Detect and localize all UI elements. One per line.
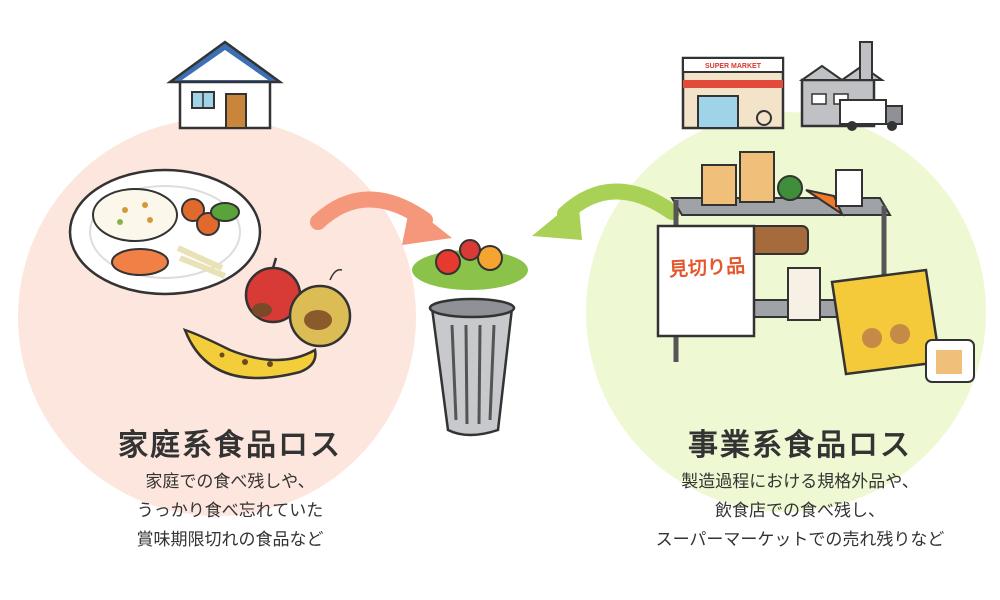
- supermarket-sign: SUPER MARKET: [704, 63, 761, 70]
- home-arrow-icon: [310, 191, 452, 245]
- business-desc-line: 飲食店での食べ残し、: [715, 501, 885, 521]
- shelf-cart: [656, 151, 975, 383]
- discount-sign: 見切り品: [668, 255, 746, 281]
- business-description: 製造過程における規格外品や、 飲食店での食べ残し、 スーパーマーケットでの売れ残…: [610, 468, 990, 555]
- leftover-plate: [68, 168, 262, 296]
- business-title: 事業系食品ロス: [688, 428, 912, 463]
- household-desc-line: 賞味期限切れの食品など: [136, 530, 324, 550]
- business-desc-line: スーパーマーケットでの売れ残りなど: [655, 530, 945, 550]
- house-icon: [166, 40, 284, 130]
- trash-can-icon: [412, 239, 528, 437]
- household-description: 家庭での食べ残しや、 うっかり食べ忘れていた 賞味期限切れの食品など: [80, 468, 380, 555]
- truck-icon: [839, 99, 903, 131]
- household-desc-line: うっかり食べ忘れていた: [136, 501, 324, 521]
- household-title: 家庭系食品ロス: [118, 428, 342, 463]
- business-desc-line: 製造過程における規格外品や、: [681, 472, 919, 492]
- overripe-banana: [182, 327, 317, 380]
- business-arrow-icon: [532, 183, 680, 240]
- household-desc-line: 家庭での食べ残しや、: [145, 472, 315, 492]
- rotten-apples: [244, 257, 352, 348]
- supermarket-icon: [681, 56, 785, 130]
